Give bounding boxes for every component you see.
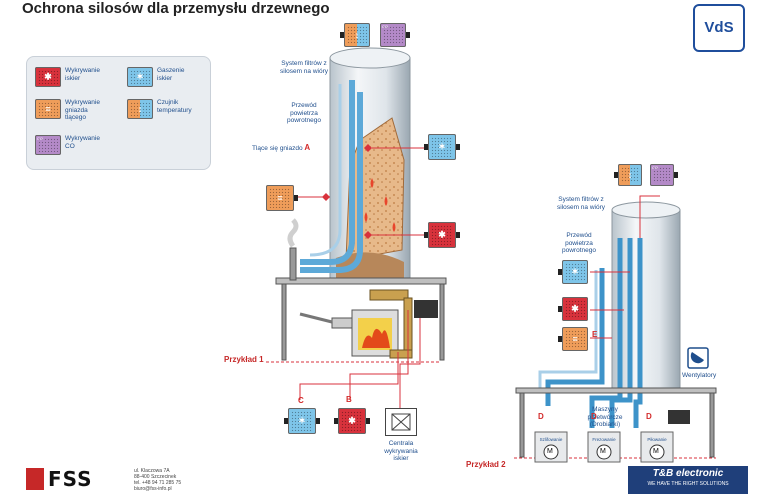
letter-c: C	[298, 396, 304, 405]
outer-duct-1	[309, 84, 342, 257]
temperature-sensor-icon: ↕	[614, 164, 642, 186]
letter-b: B	[346, 395, 352, 404]
wiring-2	[590, 195, 660, 339]
letter-d-2: D	[591, 412, 597, 421]
ducts-1	[300, 80, 363, 273]
letter-a: A	[304, 143, 311, 152]
silo-1	[329, 47, 411, 279]
letter-d-3: D	[646, 412, 652, 421]
co-detector-icon: CO	[380, 23, 410, 47]
spark-extinguisher-icon: ✶	[558, 260, 588, 284]
ember-detector-icon: ≡	[558, 327, 588, 351]
control-box-2	[668, 410, 690, 424]
fan-icon	[687, 347, 709, 369]
spark-detector-icon: ✱	[334, 408, 370, 434]
filter-system-label-2: System filtrów z silosem na wióry	[556, 196, 606, 211]
temperature-sensor-icon: ↕	[340, 23, 370, 47]
temperature-sensor-icon: ↕	[127, 99, 153, 119]
silo-2	[611, 201, 681, 391]
motor-symbol-1: M	[547, 448, 553, 455]
spark-extinguisher-icon: ✶	[284, 408, 320, 434]
spark-extinguisher-icon: ✶	[424, 134, 460, 160]
legend-label: Wykrywanie gniazda tlącego	[65, 99, 100, 121]
example1-label: Przykład 1	[224, 355, 264, 364]
vds-logo: VdS	[693, 4, 745, 52]
control-box-1	[414, 300, 438, 318]
legend-label: Wykrywanie CO	[65, 135, 100, 150]
spark-detector-icon: ✱	[35, 67, 61, 87]
legend-label: Gaszenie iskier	[157, 67, 185, 82]
structure-1	[275, 247, 447, 361]
legend-item-spark-extinguishing: ✶ Gaszenie iskier	[127, 67, 201, 87]
spark-detector-icon: ✱	[424, 222, 460, 248]
legend-item-co-detection: CO Wykrywanie CO	[35, 135, 109, 155]
ember-detector-icon: ≡	[35, 99, 61, 119]
shredders-label: Maszyny przetwórcze (Drobiarki)	[587, 406, 623, 428]
legend-item-temperature: ↕ Czujnik temperatury	[127, 99, 205, 119]
spark-detection-central-icon	[385, 408, 417, 436]
page-title: Ochrona silosów dla przemysłu drzewnego	[22, 0, 330, 17]
motor-label-1: Szlifowanie	[539, 437, 563, 442]
structure-2	[515, 387, 717, 458]
legend-label: Czujnik temperatury	[157, 99, 192, 114]
co-detector-icon: CO	[35, 135, 61, 155]
company-address: ul. Klaczowa 7A 88-400 Szczecinek tel. +…	[134, 468, 182, 492]
letter-e: E	[592, 330, 598, 339]
return-air-label-2: Przewód powietrza powrotnego	[562, 232, 596, 254]
fans-label: Wentylatory	[682, 372, 717, 379]
motor-symbol-2: M	[600, 448, 606, 455]
fss-logo: FSS	[26, 466, 130, 492]
ducts-2	[545, 238, 643, 428]
motor-symbol-3: M	[653, 448, 659, 455]
spark-detector-icon: ✱	[558, 297, 588, 321]
legend-panel: ✱ Wykrywanie iskier ✶ Gaszenie iskier ≡ …	[26, 56, 211, 170]
legend-item-ember-detection: ≡ Wykrywanie gniazda tlącego	[35, 99, 109, 122]
ember-label: Tlące się gniazdo A	[252, 143, 311, 153]
machines-2	[534, 431, 674, 463]
fss-logo-mark-icon	[26, 468, 44, 490]
motor-label-2: Frezowanie	[592, 437, 616, 442]
legend-label: Wykrywanie iskier	[65, 67, 100, 82]
filter-system-label: System filtrów z silosem na wióry	[279, 60, 329, 75]
tb-electronic-logo: T&B electronic WE HAVE THE RIGHT SOLUTIO…	[628, 466, 748, 494]
motor-label-3: Piłowanie	[647, 437, 667, 442]
letter-d-1: D	[538, 412, 544, 421]
example2-label: Przykład 2	[466, 460, 506, 469]
return-air-label: Przewód powietrza powrotnego	[287, 102, 321, 124]
ember-detector-icon: ≡	[266, 185, 298, 211]
co-detector-icon: CO	[650, 164, 678, 186]
spark-extinguisher-icon: ✶	[127, 67, 153, 87]
legend-item-spark-detection: ✱ Wykrywanie iskier	[35, 67, 109, 87]
furnace	[299, 309, 399, 357]
central-label: Centrala wykrywania iskier	[384, 440, 418, 462]
